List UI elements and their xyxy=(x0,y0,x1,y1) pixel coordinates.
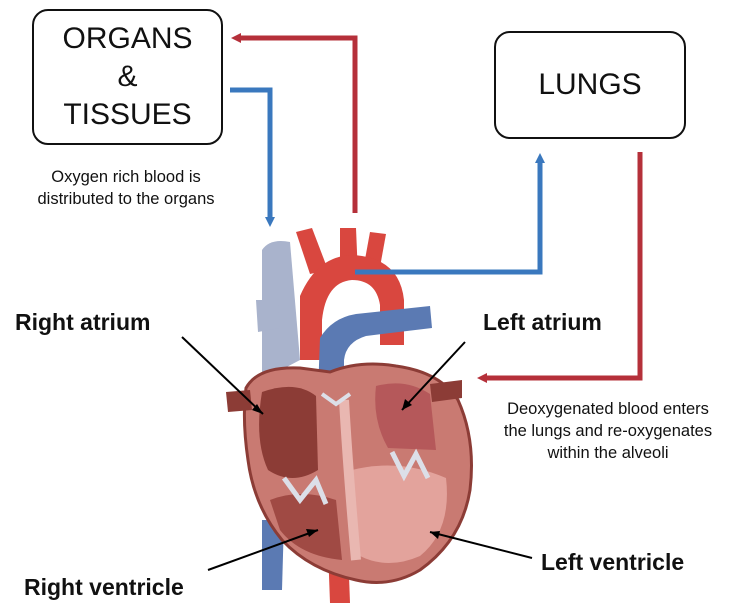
left-atrium-label: Left atrium xyxy=(483,309,602,336)
deoxygenated-note: Deoxygenated blood enters the lungs and … xyxy=(470,398,746,464)
organs-box-line2: & xyxy=(117,58,137,96)
left-ventricle-label: Left ventricle xyxy=(541,549,684,576)
organs-box-line3: TISSUES xyxy=(63,96,191,134)
right-atrium-chamber xyxy=(259,387,318,478)
oxygen-rich-note-line1: Oxygen rich blood is xyxy=(0,166,252,188)
lungs-box-label: LUNGS xyxy=(538,68,641,102)
oxygen-rich-flow-arrow xyxy=(236,38,355,213)
lungs-box: LUNGS xyxy=(494,31,686,139)
organs-tissues-box: ORGANS & TISSUES xyxy=(32,9,223,145)
heart-to-lungs-flow-arrow xyxy=(355,158,540,272)
left-atrium-chamber xyxy=(375,383,436,450)
oxygen-rich-note: Oxygen rich blood is distributed to the … xyxy=(0,166,252,210)
right-atrium-pointer xyxy=(182,337,263,414)
lungs-to-heart-flow-arrow xyxy=(482,152,640,378)
deoxygenated-note-line3: within the alveoli xyxy=(470,442,746,464)
deoxygenated-note-line1: Deoxygenated blood enters xyxy=(470,398,746,420)
right-ventricle-label: Right ventricle xyxy=(24,574,184,601)
right-atrium-label: Right atrium xyxy=(15,309,150,336)
heart-illustration xyxy=(226,228,472,603)
oxygen-rich-note-line2: distributed to the organs xyxy=(0,188,252,210)
deoxygenated-note-line2: the lungs and re-oxygenates xyxy=(470,420,746,442)
organs-box-line1: ORGANS xyxy=(62,20,192,58)
